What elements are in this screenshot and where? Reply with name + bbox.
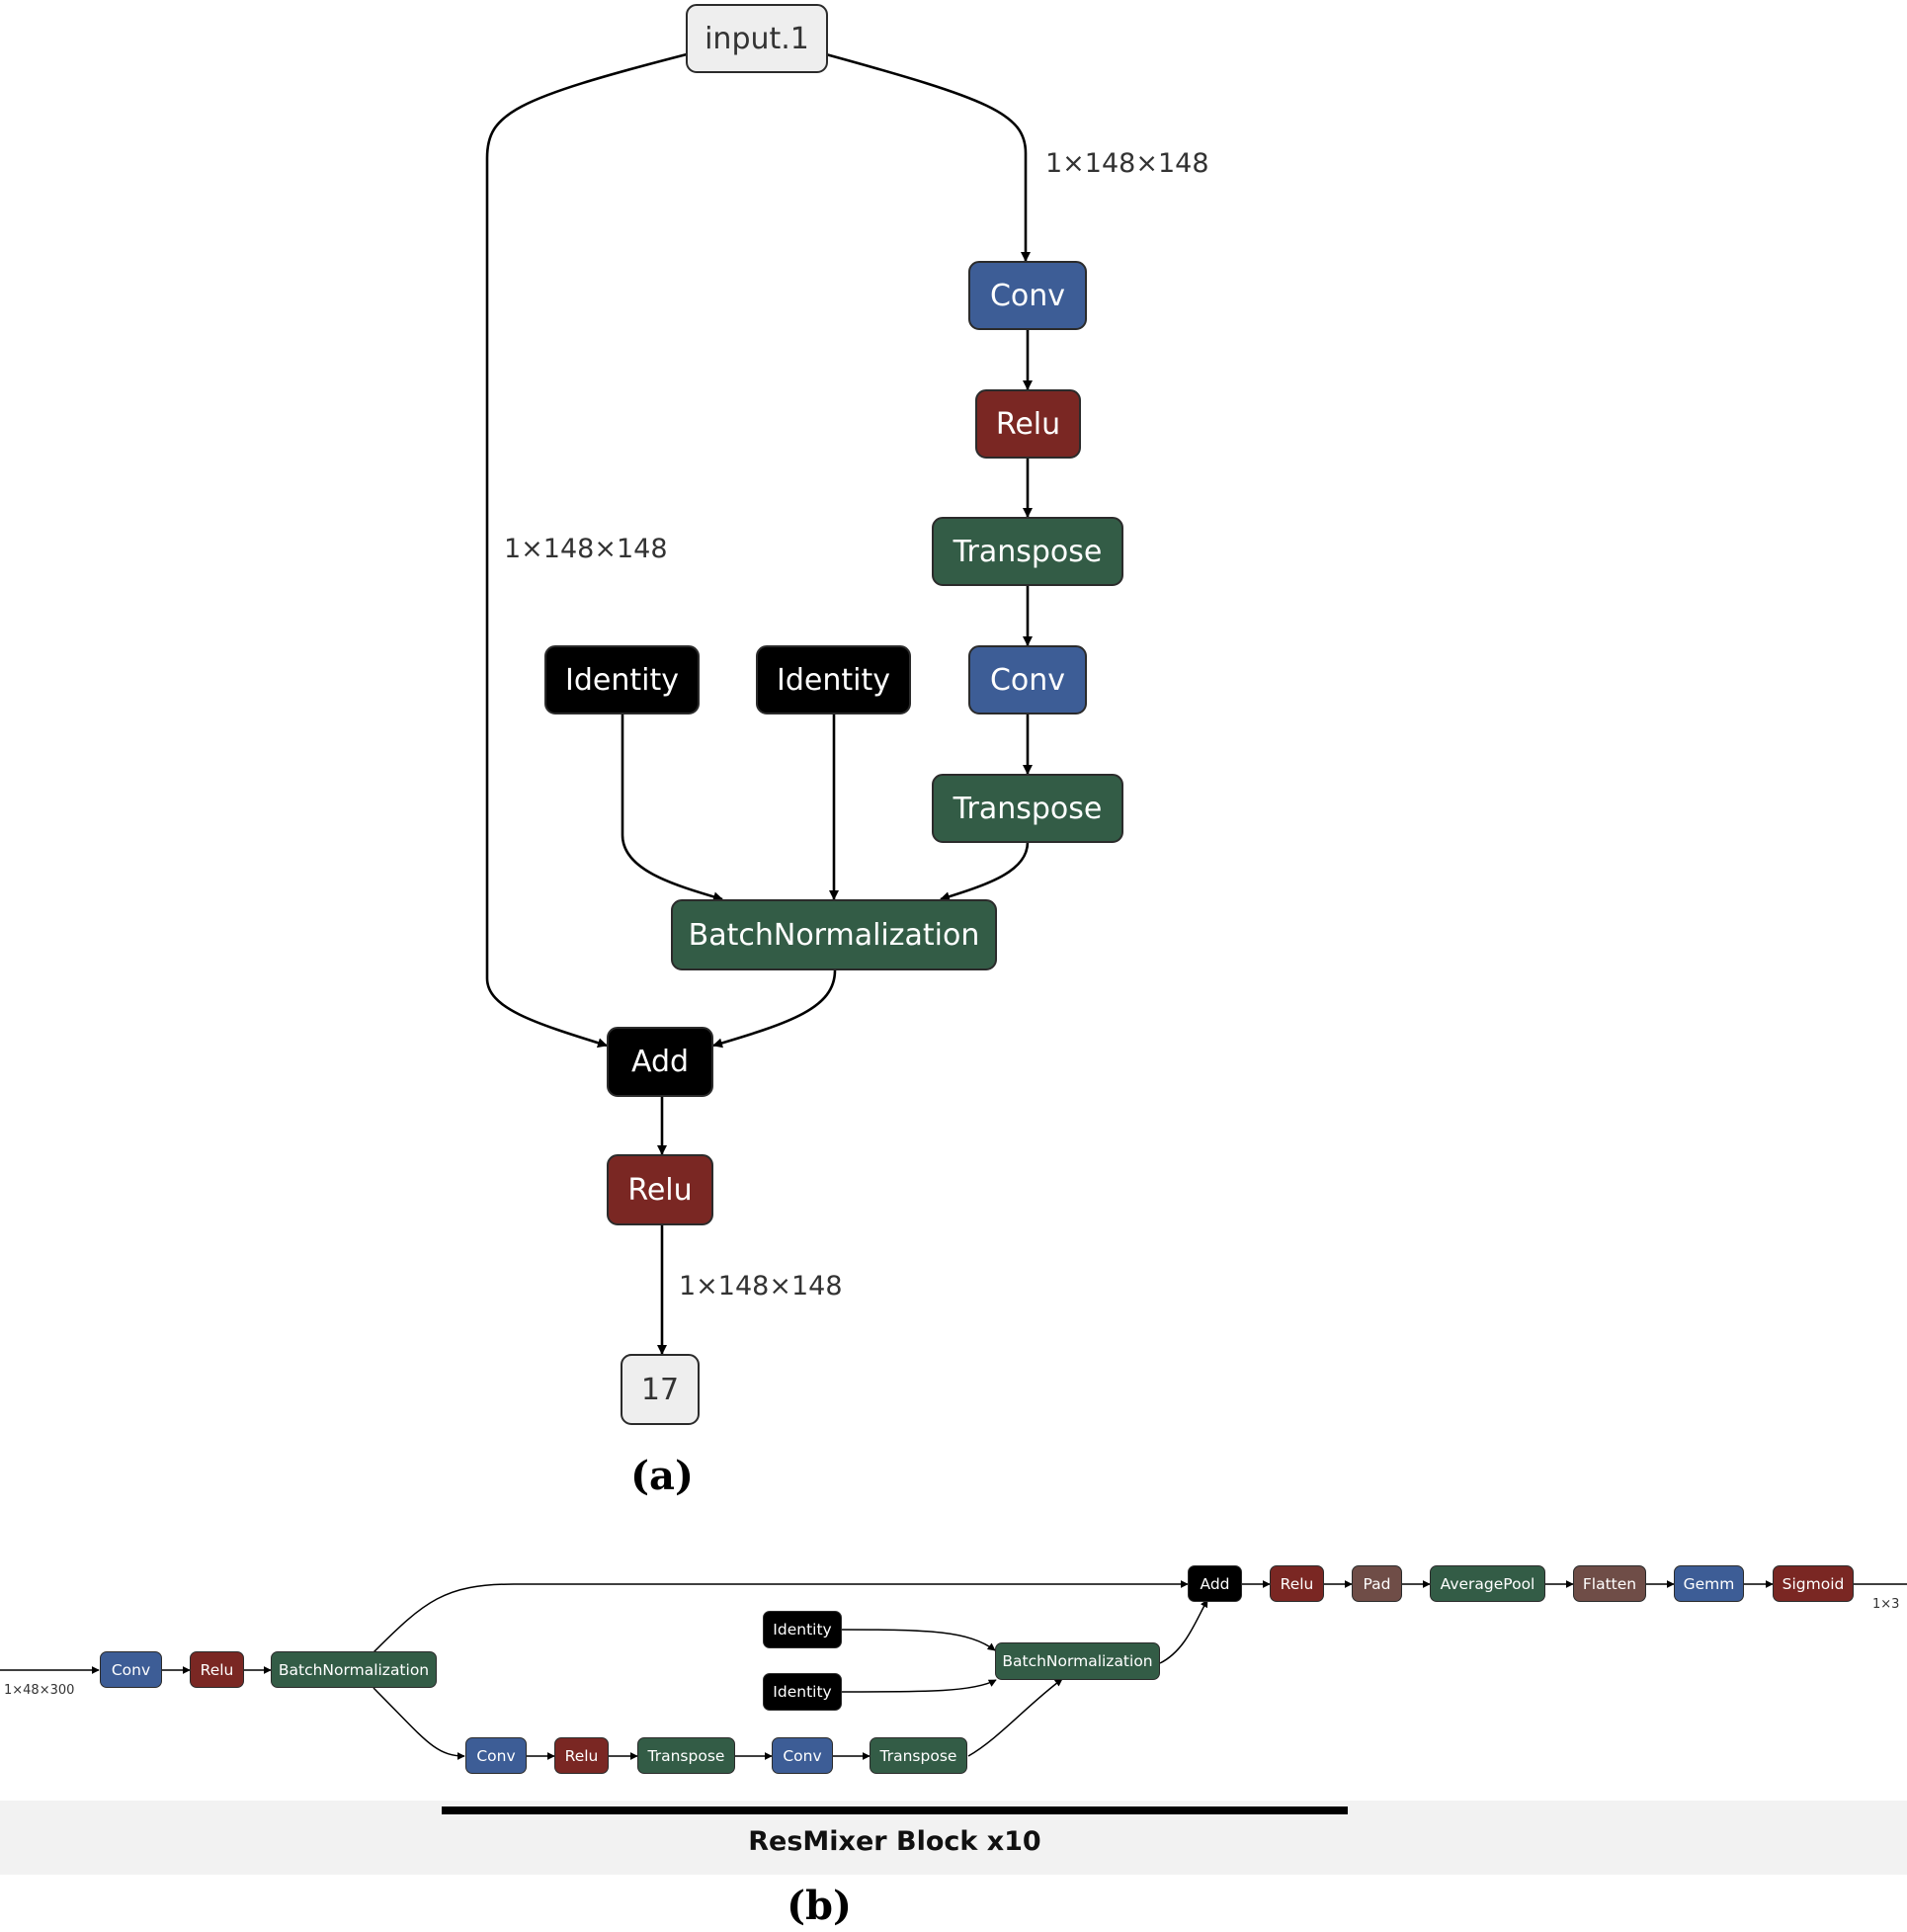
edge-b-identity2-to-bn2 [841,1679,997,1693]
node-identity-2[interactable]: Identity [756,645,911,714]
node-b-flatten[interactable]: Flatten [1573,1565,1646,1602]
node-relu-1[interactable]: Relu [975,389,1081,459]
node-conv-1[interactable]: Conv [968,261,1087,330]
node-identity-1[interactable]: Identity [544,645,700,714]
node-b-identity-2[interactable]: Identity [763,1673,842,1711]
edge-input-skip-to-add [485,52,688,1049]
shape-label-b-input: 1×48×300 [4,1683,75,1698]
node-input[interactable]: input.1 [686,4,828,73]
edge-identity1-to-bn [621,714,723,902]
node-b-relu-1[interactable]: Relu [190,1651,244,1688]
node-batchnormalization[interactable]: BatchNormalization [671,899,997,970]
node-add[interactable]: Add [607,1027,713,1097]
node-b-batchnormalization-2[interactable]: BatchNormalization [995,1642,1160,1680]
edge-b-bn1-skip-to-add [373,1580,1189,1653]
edge-b-identity1-to-bn2 [841,1629,996,1651]
node-b-sigmoid[interactable]: Sigmoid [1773,1565,1854,1602]
node-b-identity-1[interactable]: Identity [763,1611,842,1648]
caption-b: (b) [787,1883,852,1929]
node-b-gemm[interactable]: Gemm [1674,1565,1744,1602]
caption-a: (a) [630,1453,694,1499]
node-relu-2[interactable]: Relu [607,1154,713,1225]
shape-label-skip: 1×148×148 [504,534,668,564]
block-bracket-bar [442,1806,1348,1814]
node-transpose-2[interactable]: Transpose [932,774,1123,843]
shape-label-b-output: 1×3 [1872,1597,1900,1612]
edge-b-transpose2-to-bn2 [967,1678,1063,1757]
node-b-pad[interactable]: Pad [1352,1565,1402,1602]
edge-bn-to-add [712,969,837,1049]
edge-b-bn2-to-add [1159,1599,1208,1664]
node-b-conv-1[interactable]: Conv [100,1651,162,1688]
node-b-conv-2[interactable]: Conv [465,1737,527,1774]
shape-label-relu-to-output: 1×148×148 [679,1271,843,1302]
edge-b-bn1-to-conv2 [373,1687,465,1760]
node-b-transpose-1[interactable]: Transpose [637,1737,735,1774]
node-b-transpose-2[interactable]: Transpose [870,1737,967,1774]
node-b-batchnormalization-1[interactable]: BatchNormalization [271,1651,437,1688]
block-label: ResMixer Block x10 [748,1826,1041,1857]
node-transpose-1[interactable]: Transpose [932,517,1123,586]
node-b-averagepool[interactable]: AveragePool [1430,1565,1545,1602]
node-conv-2[interactable]: Conv [968,645,1087,714]
shape-label-input-to-conv: 1×148×148 [1045,148,1209,179]
node-b-relu-2[interactable]: Relu [554,1737,609,1774]
node-b-relu-3[interactable]: Relu [1270,1565,1324,1602]
node-b-conv-3[interactable]: Conv [772,1737,833,1774]
edge-transpose2-to-bn [940,841,1030,902]
edge-input-to-conv [825,52,1031,262]
node-output[interactable]: 17 [621,1354,700,1425]
node-b-add[interactable]: Add [1188,1565,1242,1602]
